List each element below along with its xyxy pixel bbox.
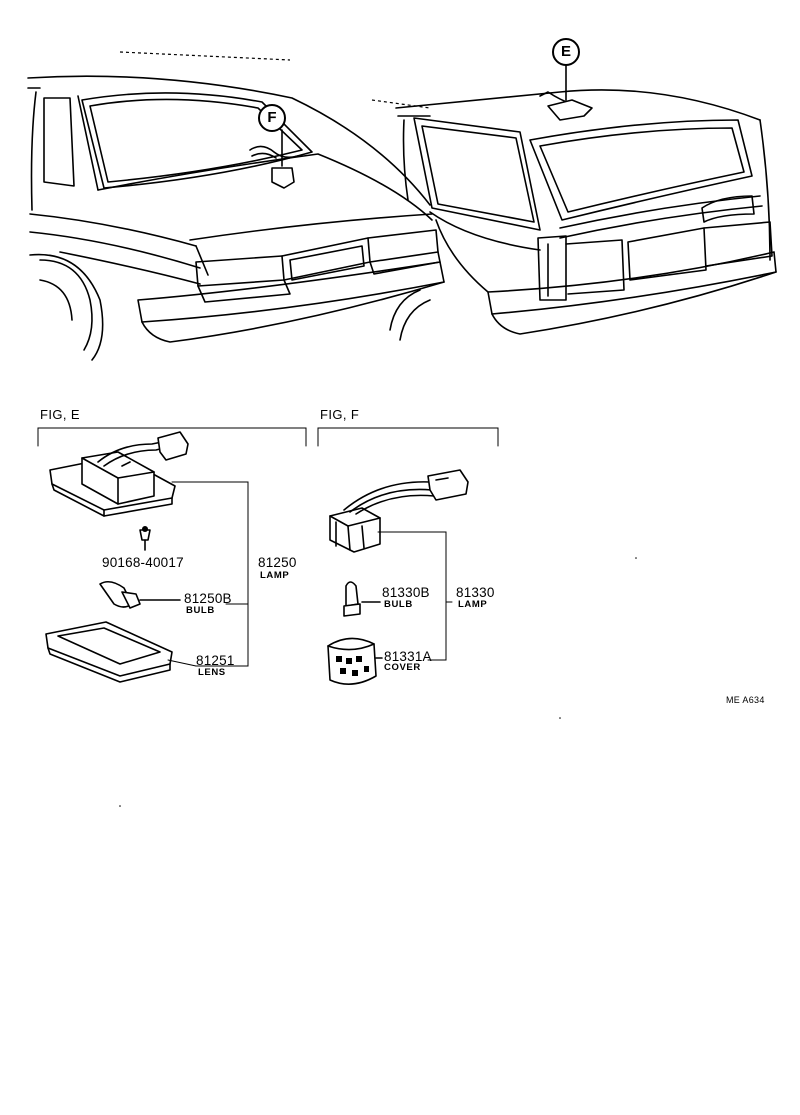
part-name-cover-f: COVER (384, 662, 421, 673)
sedan-rear-illustration (27, 51, 445, 361)
part-name-lamp-f: LAMP (458, 599, 488, 610)
fig-e-bulb-drawing (99, 580, 181, 609)
fig-e-lamp-drawing (49, 431, 189, 517)
diagram-code: ME A634 (726, 695, 765, 705)
part-number-cover-f: 81331A (384, 649, 432, 664)
wagon-rear-illustration (371, 61, 777, 341)
part-name-bulb-f: BULB (384, 599, 413, 610)
part-number-lamp-e: 81250 (258, 555, 297, 570)
part-number-lamp-f: 81330 (456, 585, 495, 600)
part-number-bulb-e: 81250B (184, 591, 232, 606)
fig-e-title: FIG, E (40, 407, 80, 422)
callout-f: F (258, 104, 286, 132)
part-number-lens-e: 81251 (196, 653, 235, 668)
callout-e: E (552, 38, 580, 66)
fig-f-socket-drawing (329, 469, 469, 553)
part-name-lamp-e: LAMP (260, 570, 290, 581)
part-name-bulb-e: BULB (186, 605, 215, 616)
part-name-lens-e: LENS (198, 667, 226, 678)
fig-f-bulb-drawing (343, 581, 381, 617)
part-number-bulb-f: 81330B (382, 585, 430, 600)
fig-e-lens-drawing (45, 621, 173, 683)
fig-e-bracket (37, 427, 307, 447)
fig-e-screw-drawing (139, 526, 151, 551)
fig-f-bracket (317, 427, 499, 447)
fig-f-cover-drawing (327, 637, 383, 685)
part-number-screw: 90168-40017 (102, 555, 184, 570)
fig-f-title: FIG, F (320, 407, 360, 422)
